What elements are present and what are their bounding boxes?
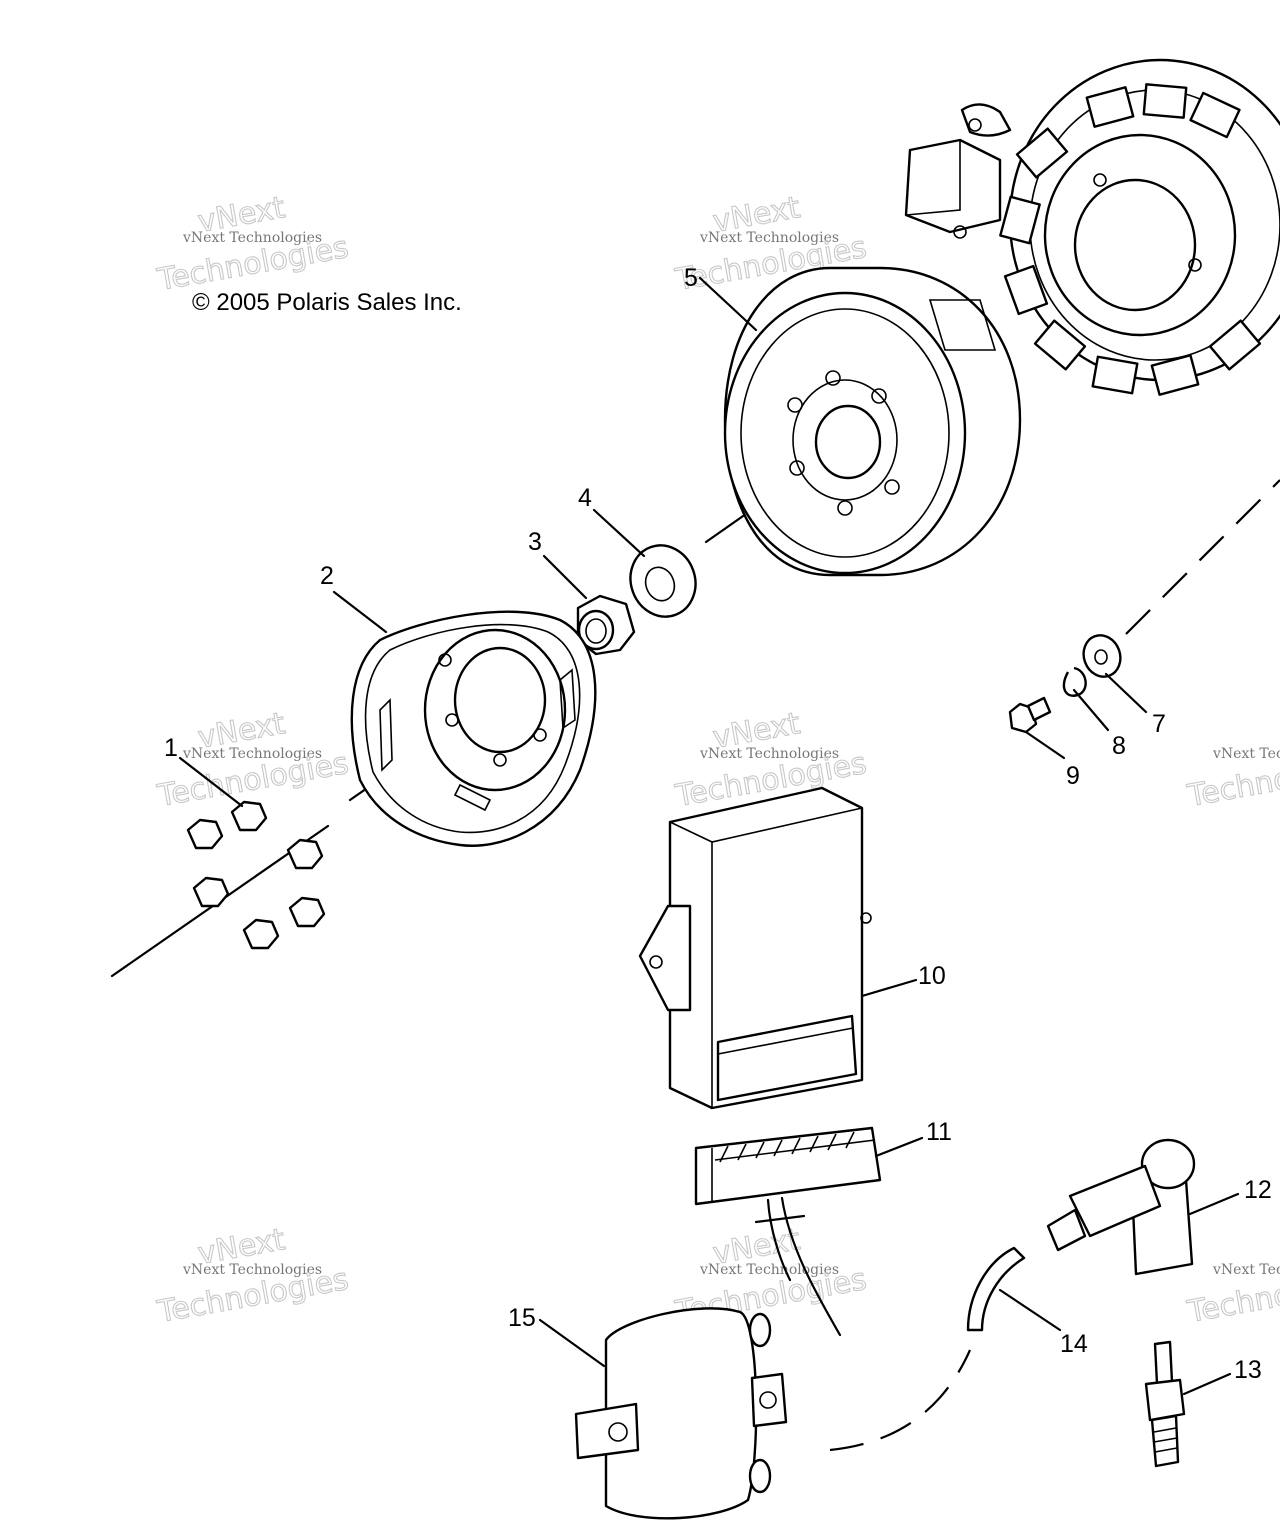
watermark-mid-right: vNext Technologies Technologies [1184, 745, 1280, 814]
starter-cup-part-2 [350, 610, 597, 847]
callout-5: 5 [684, 264, 698, 292]
svg-text:vNext Technologies: vNext Technologies [182, 230, 322, 246]
callout-14: 14 [1060, 1330, 1088, 1358]
connector-part-11 [694, 1126, 882, 1337]
svg-text:vNext Technologies: vNext Technologies [699, 746, 839, 762]
stator-assembly [904, 58, 1280, 396]
watermark-mid-center: vNext vNext Technologies Technologies [672, 706, 870, 815]
leader-lines [178, 276, 1240, 1396]
washer-part-4 [629, 544, 697, 618]
callout-11: 11 [926, 1118, 952, 1146]
callout-15: 15 [508, 1304, 536, 1332]
lock-washer-part-8 [1062, 666, 1087, 697]
callout-7: 7 [1152, 710, 1166, 738]
callout-10: 10 [918, 962, 946, 990]
washer-part-7 [1082, 634, 1122, 678]
callout-13: 13 [1234, 1356, 1262, 1384]
nut-part-3 [576, 594, 636, 656]
bolts-part-1 [186, 800, 326, 950]
svg-text:vNext Technologies: vNext Technologies [1212, 1262, 1280, 1278]
svg-text:vNext Technologies: vNext Technologies [1212, 746, 1280, 762]
svg-text:vNext Technologies: vNext Technologies [699, 230, 839, 246]
callout-4: 4 [578, 484, 592, 512]
ignition-coil-part-15 [574, 1307, 788, 1520]
screw-part-9 [1008, 696, 1052, 734]
spark-plug-lead-part-14 [966, 1246, 1026, 1332]
copyright-notice: © 2005 Polaris Sales Inc. [192, 289, 462, 316]
svg-text:vNext Technologies: vNext Technologies [182, 746, 322, 762]
callout-12: 12 [1244, 1176, 1272, 1204]
watermark-top-center: vNext vNext Technologies Technologies [672, 190, 870, 299]
callout-1: 1 [164, 734, 178, 762]
flywheel-part-5 [723, 266, 1022, 577]
spark-plug-part-13 [1144, 1340, 1186, 1468]
watermark-top-left: vNext vNext Technologies Technologies [154, 190, 352, 299]
callout-labels: 1 2 3 4 5 7 8 9 10 11 12 13 14 15 [164, 264, 1272, 1384]
cdi-module-part-10 [638, 786, 872, 1110]
callout-2: 2 [320, 562, 334, 590]
callout-8: 8 [1112, 732, 1126, 760]
spark-plug-cap-part-12 [1046, 1138, 1196, 1276]
watermark-bottom-left: vNext vNext Technologies Technologies [154, 1222, 352, 1331]
watermark-bottom-right: vNext Technologies Technologies [1184, 1261, 1280, 1330]
callout-9: 9 [1066, 762, 1080, 790]
svg-text:vNext Technologies: vNext Technologies [182, 1262, 322, 1278]
callout-3: 3 [528, 528, 542, 556]
